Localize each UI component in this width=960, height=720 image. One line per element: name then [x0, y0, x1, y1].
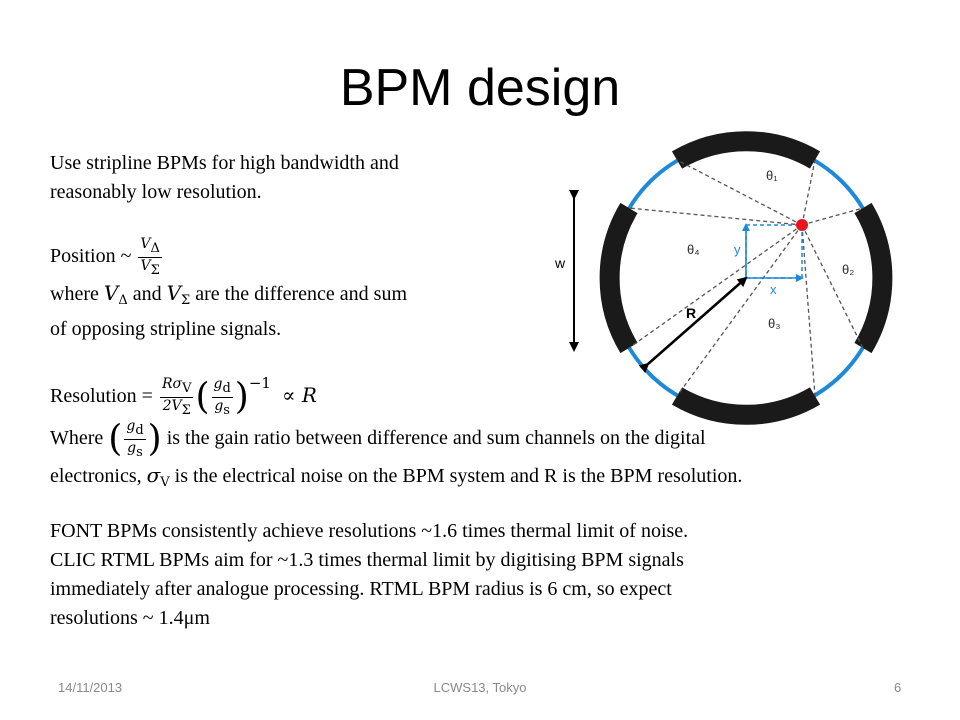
- intro-line-2: reasonably low resolution.: [50, 181, 262, 203]
- res-frac1-den: 2V: [162, 397, 182, 414]
- where-line-1: where VΔ and VΣ are the difference and s…: [50, 279, 407, 315]
- where-prefix: where: [50, 283, 104, 305]
- electronics-line: electronics, σV is the electrical noise …: [50, 461, 742, 497]
- position-formula: Position ~ VΔ VΣ: [50, 236, 164, 279]
- footer-event: LCWS13, Tokyo: [433, 680, 527, 695]
- resolution-fraction-2: gd gs: [211, 375, 233, 419]
- electronics-suffix: is the electrical noise on the BPM syste…: [169, 465, 743, 487]
- where-line-2: of opposing stripline signals.: [50, 318, 282, 340]
- open-paren: (: [195, 376, 210, 418]
- footer-page-number: 6: [894, 680, 902, 695]
- electrode-top: [671, 131, 821, 169]
- label-x: x: [770, 282, 777, 297]
- label-theta-1: θ₁: [766, 168, 778, 183]
- res-frac2-num: g: [213, 375, 223, 392]
- proportional-to-r: ∝ R: [281, 383, 317, 407]
- where-and: and: [127, 283, 167, 305]
- font-line-1: FONT BPMs consistently achieve resolutio…: [50, 520, 689, 542]
- res-frac2-den-sub: s: [223, 402, 230, 418]
- electrode-right: [854, 202, 893, 354]
- label-y: y: [734, 242, 741, 257]
- res-frac1-num: Rσ: [161, 375, 183, 392]
- electrode-left: [599, 202, 638, 354]
- font-line-3: immediately after analogue processing. R…: [50, 578, 672, 600]
- label-w: w: [554, 255, 566, 271]
- intro-paragraph: Use stripline BPMs for high bandwidth an…: [50, 149, 399, 207]
- electrode-bottom: [671, 387, 821, 425]
- font-paragraph: FONT BPMs consistently achieve resolutio…: [50, 517, 688, 633]
- beam-particle: [796, 219, 808, 231]
- label-r: R: [686, 305, 696, 321]
- position-den: V: [140, 258, 151, 274]
- gain-ratio-line: Where ( gd gs ) is the gain ratio betwee…: [50, 418, 706, 461]
- res-frac2-num-sub: d: [222, 380, 231, 396]
- gain-den: g: [127, 440, 137, 456]
- res-frac1-den-sub: Σ: [181, 402, 191, 418]
- gain-close-paren: ): [147, 418, 162, 460]
- where-paragraph: where VΔ and VΣ are the difference and s…: [50, 279, 407, 344]
- res-frac2-den: g: [214, 397, 224, 414]
- radius-arrow: [638, 276, 748, 374]
- v-delta-sub: Δ: [118, 293, 128, 308]
- gain-ratio-fraction: gd gs: [124, 418, 146, 461]
- label-theta-4: θ₄: [687, 242, 700, 257]
- position-label: Position ~: [50, 245, 132, 268]
- gain-where-prefix: Where: [50, 427, 104, 450]
- slide-title: BPM design: [339, 59, 621, 117]
- gain-suffix: is the gain ratio between difference and…: [166, 427, 706, 450]
- gain-num: g: [126, 418, 136, 434]
- label-theta-2: θ₂: [842, 262, 854, 277]
- position-num: V: [140, 236, 151, 252]
- resolution-formula: Resolution = RσV 2VΣ ( gd gs )−1 ∝ R: [50, 363, 317, 419]
- close-paren: ): [234, 376, 249, 418]
- bpm-diagram: x y R w θ₁ θ₂ θ₃ θ₄: [554, 131, 893, 425]
- intro-line-1: Use stripline BPMs for high bandwidth an…: [50, 152, 399, 174]
- v-sigma: V: [166, 281, 182, 305]
- res-frac1-num-sub: V: [182, 380, 192, 396]
- footer-date: 14/11/2013: [58, 680, 123, 695]
- font-line-4: resolutions ~ 1.4μm: [50, 607, 210, 629]
- where-suffix: are the difference and sum: [190, 283, 407, 305]
- position-num-sub: Δ: [150, 241, 160, 256]
- sigma-v-sub: V: [160, 475, 170, 490]
- resolution-label: Resolution =: [50, 385, 153, 407]
- gain-open-paren: (: [108, 418, 123, 460]
- sigma-v: σ: [146, 463, 161, 487]
- resolution-fraction-1: RσV 2VΣ: [159, 375, 194, 419]
- exponent: −1: [248, 374, 271, 392]
- position-fraction: VΔ VΣ: [138, 236, 162, 279]
- gain-num-sub: d: [135, 423, 144, 438]
- gain-den-sub: s: [136, 445, 143, 460]
- electronics-prefix: electronics,: [50, 465, 147, 487]
- label-theta-3: θ₃: [768, 316, 781, 331]
- position-box: [745, 224, 803, 279]
- v-sigma-sub: Σ: [181, 293, 191, 308]
- v-delta: V: [103, 281, 119, 305]
- font-line-2: CLIC RTML BPMs aim for ~1.3 times therma…: [50, 549, 684, 571]
- position-den-sub: Σ: [150, 263, 160, 278]
